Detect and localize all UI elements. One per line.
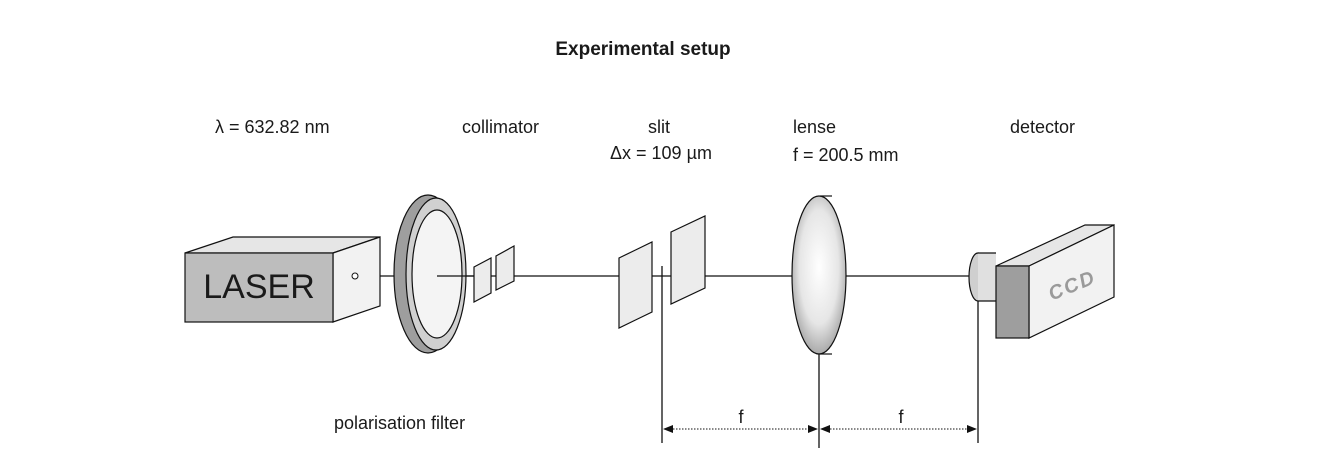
diagram-title: Experimental setup [555,39,730,60]
lens-label: lense [793,117,836,137]
focal-length-label: f = 200.5 mm [793,145,899,165]
slit-width-label: Δx = 109 µm [610,143,712,163]
detector-label: detector [1010,117,1075,137]
collimator [473,244,515,303]
laser-aperture [351,272,359,280]
focal-dimension-label-1: f [738,407,744,427]
collimator-label: collimator [462,117,539,137]
ccd-detector: CCD [968,224,1115,443]
dimension-lens-to-detector: f [820,407,977,433]
laser-box: LASER [184,236,381,323]
laser-label: LASER [203,268,315,306]
lens [791,195,847,448]
slit [618,215,706,443]
slit-label: slit [648,117,670,137]
wavelength-label: λ = 632.82 nm [215,117,330,137]
focal-dimension-label-2: f [898,407,904,427]
polarisation-filter-label: polarisation filter [334,413,465,433]
polarisation-filter [393,194,475,354]
dimension-slit-to-lens: f [663,407,818,433]
